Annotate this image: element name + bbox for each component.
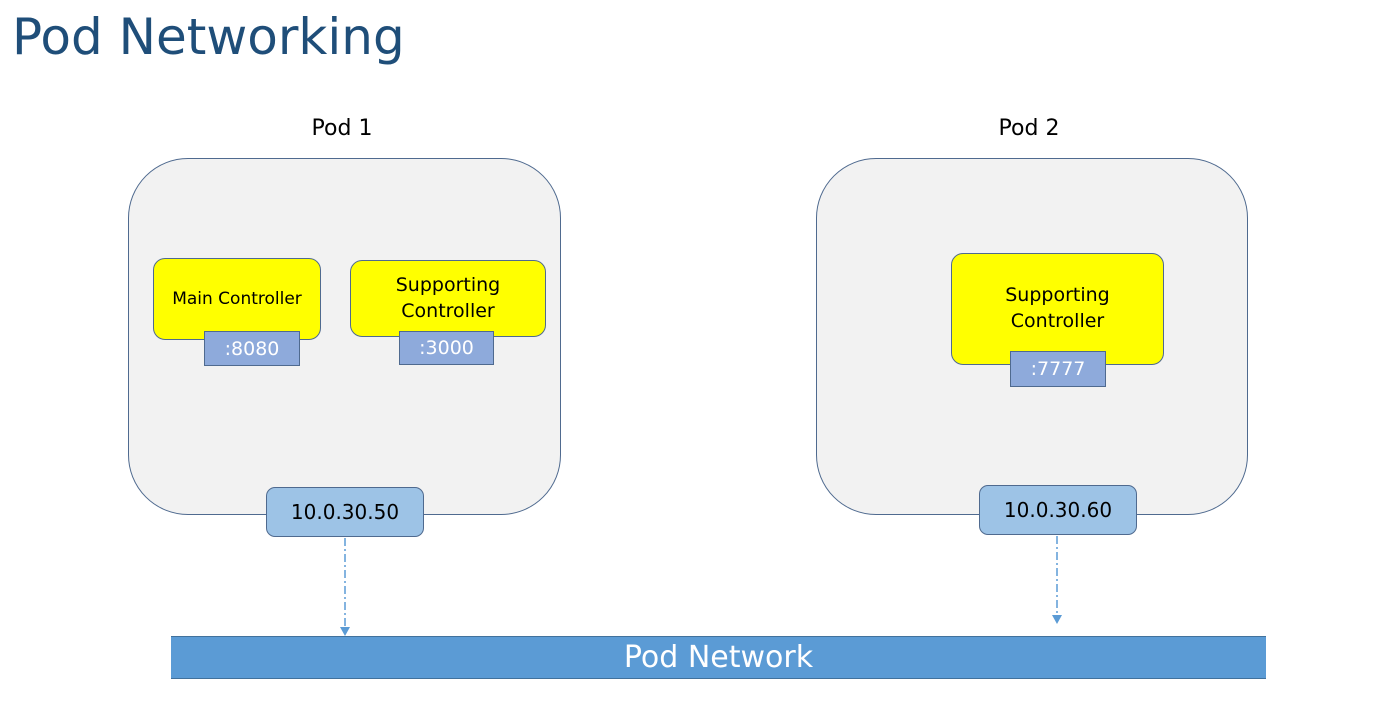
pod-network-bar: Pod Network bbox=[171, 636, 1266, 679]
pod-2-supporting-controller: Supporting Controller bbox=[951, 253, 1164, 365]
pod-1-ip-address: 10.0.30.50 bbox=[266, 487, 424, 537]
pod-1-label: Pod 1 bbox=[311, 116, 373, 141]
pod-1-port-8080: :8080 bbox=[204, 331, 300, 366]
pod-1-connector-arrowhead bbox=[340, 627, 350, 636]
pod-2-port-7777: :7777 bbox=[1010, 351, 1106, 387]
pod-1-main-controller: Main Controller bbox=[153, 258, 321, 340]
pod-1-port-3000: :3000 bbox=[399, 331, 494, 365]
pod-2-connector-arrowhead bbox=[1052, 615, 1062, 624]
pod-1-supporting-controller: Supporting Controller bbox=[350, 260, 546, 337]
slide-title: Pod Networking bbox=[12, 8, 405, 66]
pod-2-ip-address: 10.0.30.60 bbox=[979, 485, 1137, 535]
pod-2-label: Pod 2 bbox=[998, 116, 1060, 141]
